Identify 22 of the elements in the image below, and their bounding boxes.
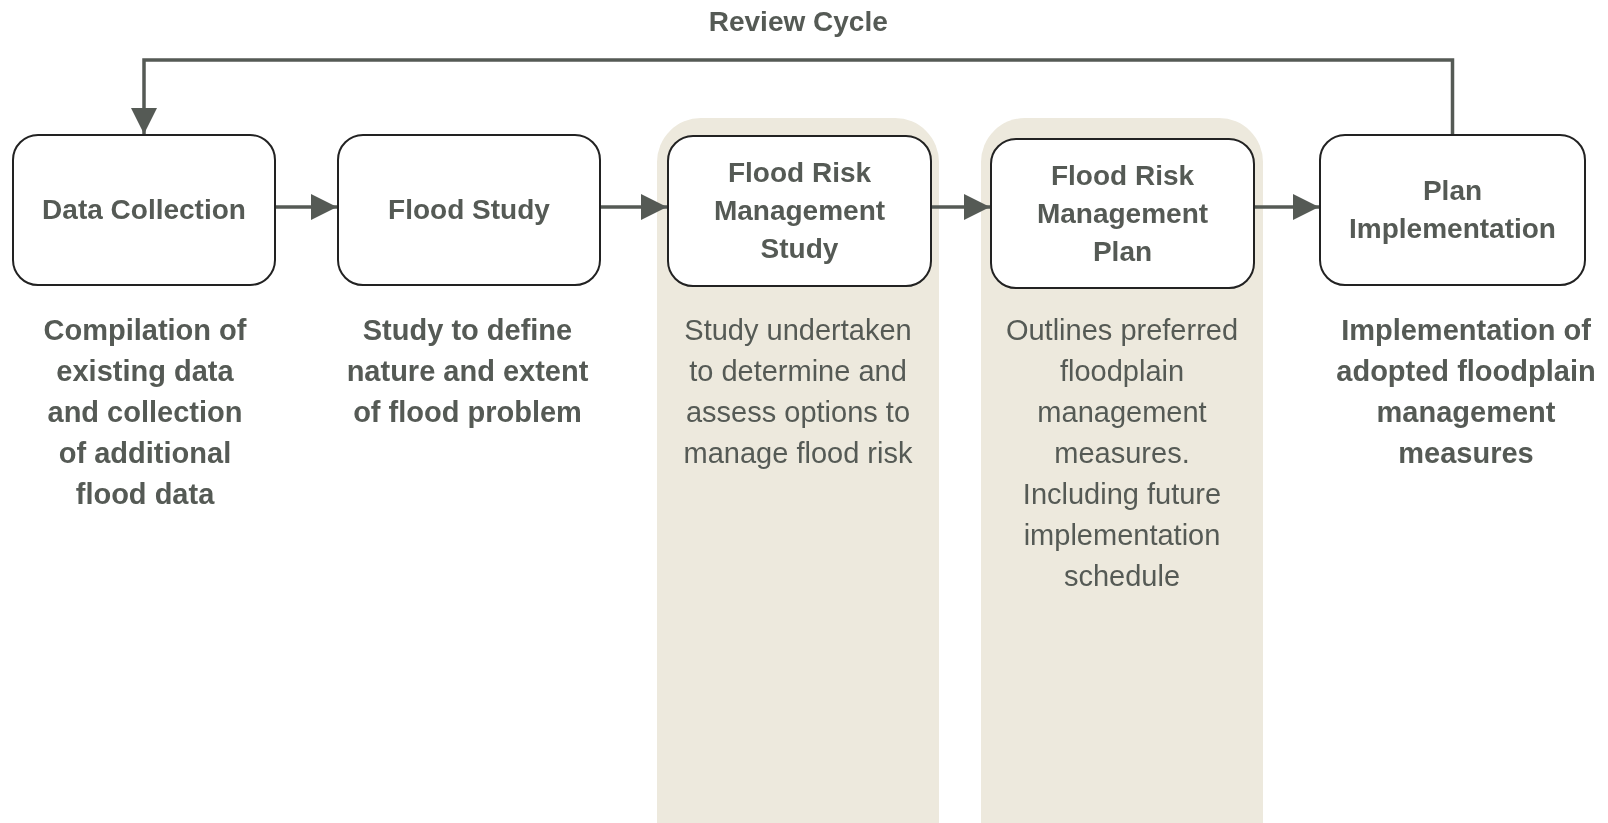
highlight-band xyxy=(657,118,939,823)
process-box xyxy=(12,134,276,286)
highlight-band xyxy=(981,118,1263,823)
arrow xyxy=(276,194,337,220)
description-text: Compilation of existing data and collection of additional flood data xyxy=(42,313,248,512)
description-text: Implementation of adopted floodplain management measures xyxy=(1335,313,1597,471)
process-box xyxy=(667,135,932,287)
arrow xyxy=(1255,194,1319,220)
node-label: Data Collection xyxy=(42,194,246,225)
edge-label: Review Cycle xyxy=(708,6,888,38)
arrow xyxy=(932,194,990,220)
node-label: Flood Study xyxy=(388,194,550,225)
description-text: Outlines preferred floodplain management measures. Including future implementation schedule xyxy=(1004,313,1240,594)
process-box xyxy=(990,138,1255,289)
arrow xyxy=(601,194,667,220)
description-text: Study to define nature and extent of flood problem xyxy=(345,313,590,430)
node-label: Flood Risk Management Study xyxy=(713,157,886,264)
process-box xyxy=(337,134,601,286)
node-label: Flood Risk Management Plan xyxy=(1036,159,1209,267)
process-box xyxy=(1319,134,1586,286)
node-label: Plan Implementation xyxy=(1349,175,1556,244)
description-text: Study undertaken to determine and assess options to manage flood risk xyxy=(682,313,914,471)
